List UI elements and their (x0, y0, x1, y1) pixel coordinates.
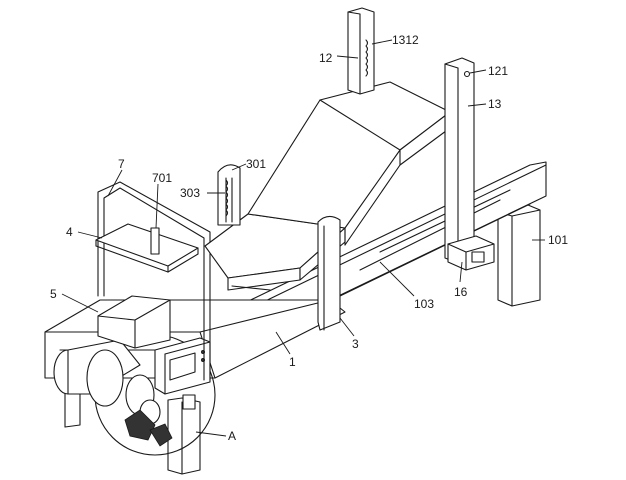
post-3 (317, 215, 341, 331)
label-5: 5 (50, 287, 57, 301)
label-1: 1 (289, 355, 296, 369)
label-3: 3 (352, 337, 359, 351)
column-13 (444, 57, 495, 271)
leader-lines (61, 39, 545, 437)
label-301: 301 (246, 157, 266, 171)
drive-assembly (53, 334, 216, 456)
label-701: 701 (152, 171, 172, 185)
control-box (154, 337, 211, 395)
front-legs (64, 375, 201, 475)
block-5 (97, 295, 171, 349)
upright-301 (217, 164, 241, 226)
label-13: 13 (488, 97, 502, 111)
label-16: 16 (454, 285, 468, 299)
part-labels: 1312 12 121 13 301 303 701 7 4 5 101 103… (50, 33, 568, 443)
label-4: 4 (66, 225, 73, 239)
label-103: 103 (414, 297, 434, 311)
rear-leg-101 (497, 204, 541, 307)
label-101: 101 (548, 233, 568, 247)
label-303: 303 (180, 186, 200, 200)
column-12 (347, 7, 375, 95)
label-1312: 1312 (392, 33, 419, 47)
label-7: 7 (118, 157, 125, 171)
label-12: 12 (319, 51, 333, 65)
label-121: 121 (488, 64, 508, 78)
frame-7 (95, 181, 211, 381)
label-A: A (228, 429, 236, 443)
